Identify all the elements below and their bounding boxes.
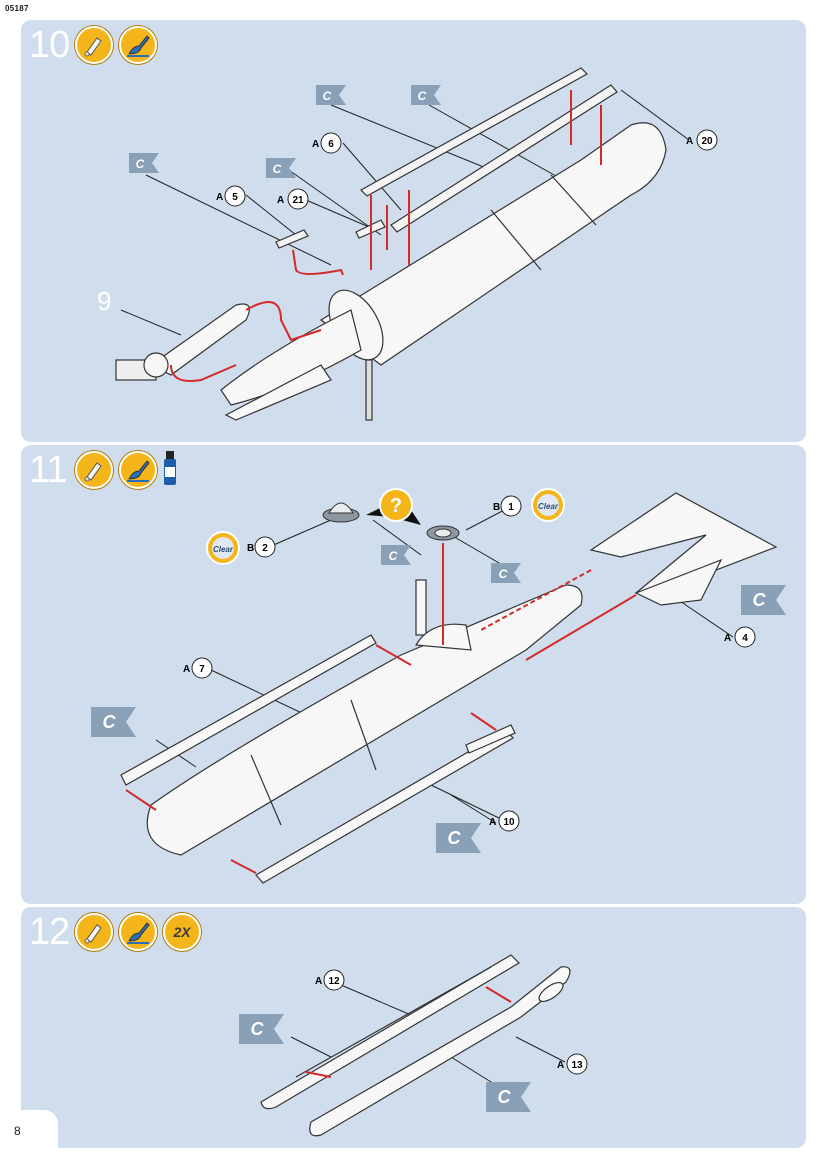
callout-num: 4 bbox=[742, 633, 748, 644]
clear-paint-bottle-icon bbox=[163, 451, 177, 485]
callout-prefix: A bbox=[183, 664, 190, 675]
glue-tube-icon bbox=[75, 26, 113, 64]
callout-num: 21 bbox=[292, 195, 304, 206]
flag-label: C bbox=[103, 712, 117, 732]
flag-label: C bbox=[498, 1087, 512, 1107]
callout-prefix: A bbox=[315, 976, 322, 987]
flag-label: C bbox=[448, 828, 462, 848]
flag-label: C bbox=[753, 590, 767, 610]
step-number: 11 bbox=[29, 449, 67, 491]
callout-num: 20 bbox=[701, 136, 713, 147]
callout-prefix: A bbox=[312, 139, 319, 150]
clear-badge-label: Clear bbox=[213, 545, 234, 554]
callout-num: 12 bbox=[328, 976, 340, 987]
document-code: 05187 bbox=[5, 4, 29, 13]
callout-prefix: B bbox=[247, 543, 254, 554]
step-icons bbox=[75, 26, 157, 64]
flag-label: C bbox=[323, 89, 332, 103]
step-12-panel: 12 2X C C bbox=[21, 907, 806, 1148]
step-10-drawing: C C C C A 6 A 5 A 21 A 20 9 bbox=[97, 67, 718, 421]
step-number: 10 bbox=[29, 24, 70, 66]
callout-prefix: A bbox=[216, 192, 223, 203]
callout-num: 13 bbox=[571, 1060, 583, 1071]
paint-brush-icon bbox=[119, 451, 157, 489]
step-icons: 2X bbox=[75, 913, 201, 951]
glue-tube-icon bbox=[75, 451, 113, 489]
step-10-panel: 10 bbox=[21, 20, 806, 442]
callout-prefix: B bbox=[493, 502, 500, 513]
flag-label: C bbox=[136, 157, 145, 171]
step-12-drawing: C C A 12 A 13 bbox=[239, 954, 588, 1137]
glue-tube-icon bbox=[75, 913, 113, 951]
question-mark: ? bbox=[390, 495, 402, 517]
callout-num: 5 bbox=[232, 192, 238, 203]
step-11-panel: 11 ? bbox=[21, 445, 806, 904]
flag-label: C bbox=[389, 549, 398, 563]
flag-label: C bbox=[251, 1019, 265, 1039]
callout-prefix: A bbox=[557, 1060, 564, 1071]
callout-prefix: A bbox=[686, 136, 693, 147]
flag-label: C bbox=[499, 567, 508, 581]
callout-num: 6 bbox=[328, 139, 334, 150]
flag-label: C bbox=[273, 162, 282, 176]
callout-num: 2 bbox=[262, 543, 268, 554]
step-number: 12 bbox=[29, 911, 70, 953]
quantity-badge: 2X bbox=[163, 913, 201, 951]
page-number-tab: 8 bbox=[0, 1110, 58, 1169]
paint-brush-icon bbox=[119, 26, 157, 64]
reference-label: 9 bbox=[97, 286, 111, 316]
callout-num: 10 bbox=[503, 817, 515, 828]
callout-num: 7 bbox=[199, 664, 205, 675]
flag-label: C bbox=[418, 89, 427, 103]
callout-num: 1 bbox=[508, 502, 514, 513]
paint-brush-icon bbox=[119, 913, 157, 951]
step-11-drawing: ? bbox=[91, 488, 786, 884]
callout-prefix: A bbox=[489, 817, 496, 828]
callout-prefix: A bbox=[724, 633, 731, 644]
callout-prefix: A bbox=[277, 195, 284, 206]
step-icons bbox=[75, 451, 177, 489]
clear-badge-label: Clear bbox=[538, 502, 559, 511]
page-number: 8 bbox=[14, 1124, 21, 1138]
